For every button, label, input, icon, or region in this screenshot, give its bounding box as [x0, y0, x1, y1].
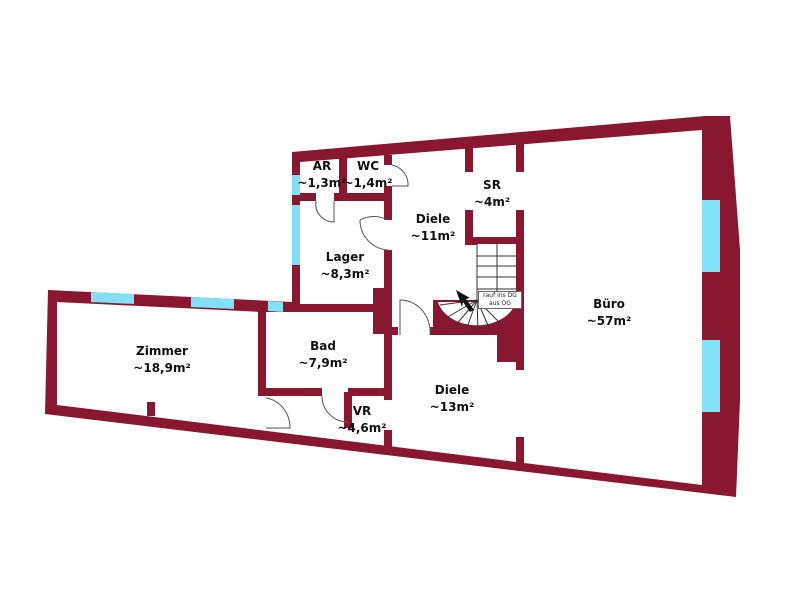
room-area: ~4m²	[473, 195, 511, 209]
stairs-note: rauf ins DG aus OG	[478, 291, 522, 309]
room-diele-upper: Diele ~11m²	[411, 211, 456, 245]
room-area: ~57m²	[586, 314, 632, 328]
room-area: ~7,9m²	[298, 356, 348, 370]
room-name: AR	[312, 159, 332, 173]
room-area: ~8,3m²	[320, 267, 370, 281]
wall-pillar	[373, 288, 390, 334]
room-area: ~1,4m²	[343, 176, 393, 190]
room-sr: SR ~4m²	[474, 177, 510, 211]
room-name: Diele	[415, 212, 451, 226]
room-lager: Lager ~8,3m²	[320, 249, 369, 283]
room-name: Diele	[434, 383, 470, 397]
room-area: ~13m²	[429, 400, 475, 414]
stair-arrow-icon	[456, 290, 474, 312]
room-bad: Bad ~7,9m²	[298, 338, 347, 372]
room-wc: WC ~1,4m²	[343, 158, 392, 192]
room-name: Büro	[593, 297, 625, 311]
room-name: Lager	[325, 250, 365, 264]
room-name: SR	[483, 178, 501, 192]
room-buero: Büro ~57m²	[587, 296, 632, 330]
room-area: ~11m²	[410, 229, 456, 243]
room-area: ~4,6m²	[337, 421, 387, 435]
room-area: ~1,3m²	[297, 176, 347, 190]
stairs-note-line1: rauf ins DG	[483, 292, 517, 299]
room-ar: AR ~1,3m²	[297, 158, 346, 192]
room-vr: VR ~4,6m²	[337, 403, 386, 437]
stairs-note-line2: aus OG	[489, 300, 511, 307]
room-name: VR	[352, 404, 372, 418]
wall-pillar	[497, 330, 520, 362]
room-diele-lower: Diele ~13m²	[430, 382, 475, 416]
doors	[265, 164, 431, 429]
room-name: Zimmer	[136, 344, 188, 358]
room-zimmer: Zimmer ~18,9m²	[133, 343, 190, 377]
windows	[91, 175, 720, 412]
room-name: WC	[356, 159, 380, 173]
room-name: Bad	[310, 339, 336, 353]
room-area: ~18,9m²	[133, 361, 191, 375]
